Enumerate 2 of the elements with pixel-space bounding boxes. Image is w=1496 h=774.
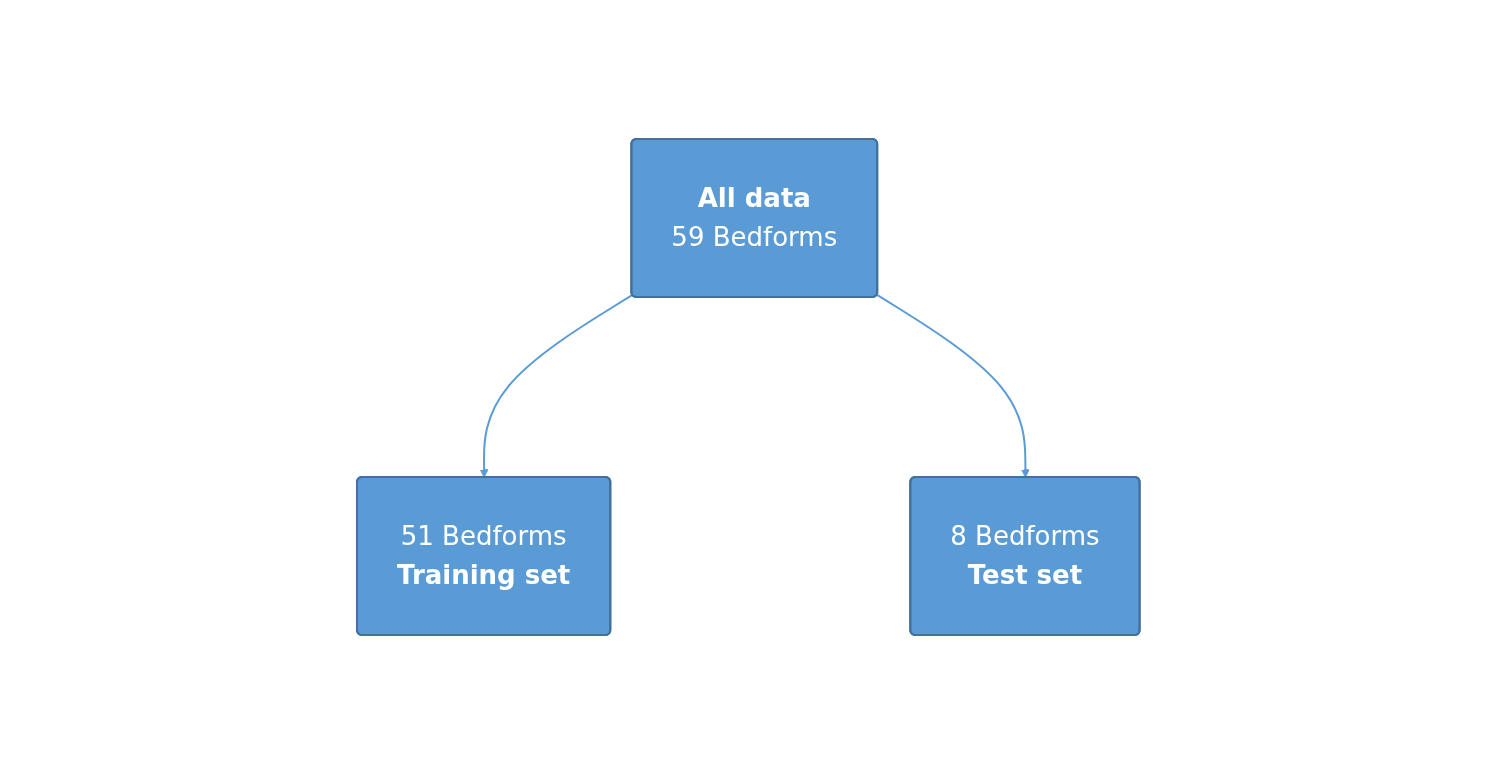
arrow: [875, 293, 1030, 478]
arrow: [479, 293, 634, 478]
